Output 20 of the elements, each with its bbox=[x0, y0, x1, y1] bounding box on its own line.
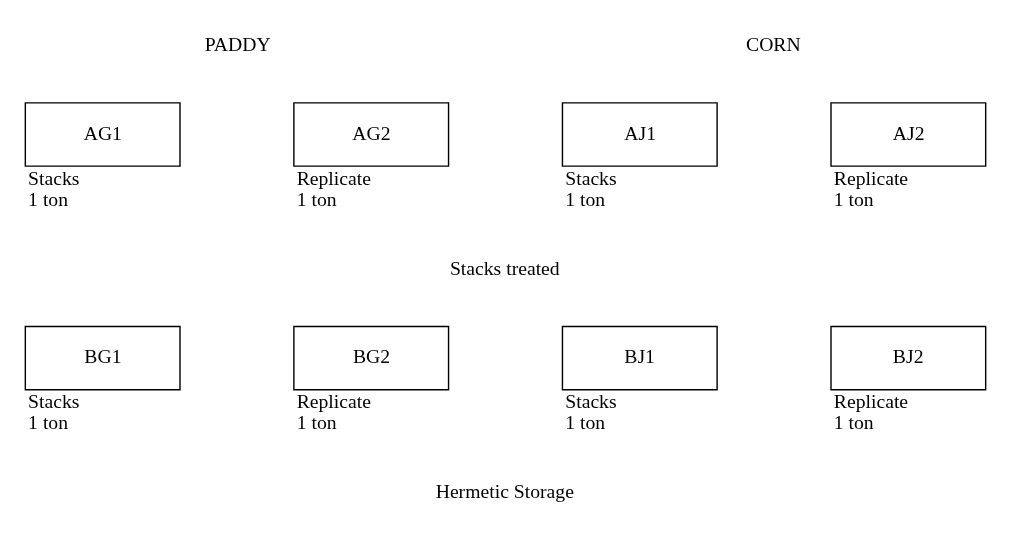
node-label: Stacks 1 ton bbox=[28, 389, 80, 433]
label: CORN bbox=[746, 32, 801, 55]
label: Hermetic Storage bbox=[435, 479, 574, 502]
node-label: Replicate 1 ton bbox=[833, 166, 909, 210]
node-box: BJ1 bbox=[561, 325, 718, 390]
node-label: Stacks 1 ton bbox=[565, 389, 617, 433]
label: Stacks treated bbox=[449, 256, 560, 279]
node-label: Replicate 1 ton bbox=[296, 166, 371, 210]
node-box: AG2 bbox=[293, 101, 450, 167]
node-box: AG1 bbox=[24, 101, 181, 167]
label: PADDY bbox=[204, 32, 271, 55]
node-box: BG2 bbox=[293, 325, 450, 390]
node-box: BJ2 bbox=[830, 325, 987, 390]
node-label: Replicate 1 ton bbox=[296, 389, 371, 433]
node-box: AJ1 bbox=[561, 101, 718, 167]
node-box: BG1 bbox=[24, 325, 181, 390]
node-label: Stacks 1 ton bbox=[565, 166, 617, 210]
node-label: Stacks 1 ton bbox=[28, 166, 80, 210]
node-label: Replicate 1 ton bbox=[833, 389, 909, 433]
node-box: AJ2 bbox=[830, 101, 987, 167]
